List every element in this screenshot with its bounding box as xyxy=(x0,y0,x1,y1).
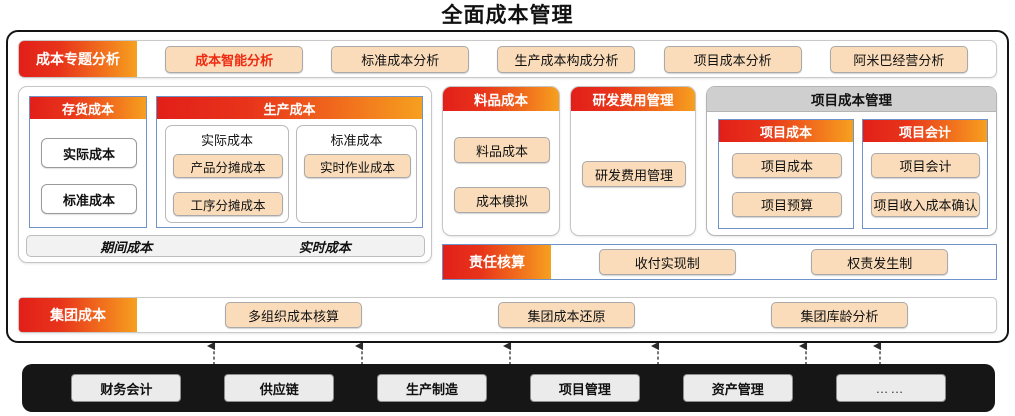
footer-item-manufacturing[interactable]: 生产制造 xyxy=(377,374,488,402)
rnd-expense-header: 研发费用管理 xyxy=(571,87,695,111)
production-group-standard: 标准成本 实时作业成本 xyxy=(296,125,417,223)
rnd-expense-card: 研发费用管理 研发费用管理 xyxy=(570,86,696,236)
group-cost-row: 集团成本 多组织成本核算 集团成本还原 集团库龄分析 xyxy=(18,297,997,333)
footer-module-bar: 财务会计 供应链 生产制造 项目管理 资产管理 …… xyxy=(22,364,995,412)
production-group-actual-caption: 实际成本 xyxy=(200,133,253,148)
rnd-item-expense-management[interactable]: 研发费用管理 xyxy=(582,161,686,187)
footer-item-more[interactable]: …… xyxy=(835,374,946,402)
middle-band: 存货成本 实际成本 标准成本 生产成本 实际成本 产品分摊成本 工序分摊成本 标… xyxy=(18,86,997,280)
group-cost-label: 集团成本 xyxy=(19,298,137,332)
production-item-realtime-activity-cost[interactable]: 实时作业成本 xyxy=(304,154,411,178)
caption-realtime-cost: 实时成本 xyxy=(298,239,351,255)
production-item-process-allocated-cost[interactable]: 工序分摊成本 xyxy=(173,192,283,216)
topic-item-standard-cost-analysis[interactable]: 标准成本分析 xyxy=(331,45,470,73)
topic-analysis-label: 成本专题分析 xyxy=(19,41,137,77)
project-cost-box: 项目成本 项目成本 项目预算 xyxy=(718,119,854,229)
topic-item-amoeba-operation-analysis[interactable]: 阿米巴经营分析 xyxy=(829,45,968,73)
group-cost-item-multi-org-accounting[interactable]: 多组织成本核算 xyxy=(225,302,362,328)
material-cost-header: 料品成本 xyxy=(443,87,559,111)
project-cost-header: 项目成本 xyxy=(719,120,853,142)
topic-item-cost-intelligent-analysis[interactable]: 成本智能分析 xyxy=(165,45,304,73)
production-cost-box: 生产成本 实际成本 产品分摊成本 工序分摊成本 标准成本 实时作业成本 xyxy=(156,96,423,228)
responsibility-accounting-label: 责任核算 xyxy=(443,245,551,279)
project-item-project-accounting[interactable]: 项目会计 xyxy=(871,153,980,178)
material-item-material-cost[interactable]: 料品成本 xyxy=(454,137,550,163)
inventory-item-actual-cost[interactable]: 实际成本 xyxy=(41,138,137,168)
main-panel: 成本专题分析 成本智能分析 标准成本分析 生产成本构成分析 项目成本分析 阿米巴… xyxy=(6,30,1009,343)
production-group-standard-caption: 标准成本 xyxy=(330,133,383,148)
project-item-project-budget[interactable]: 项目预算 xyxy=(732,192,842,217)
inventory-cost-header: 存货成本 xyxy=(30,97,146,119)
group-cost-item-cost-restoration[interactable]: 集团成本还原 xyxy=(498,302,635,328)
responsibility-item-accrual-basis[interactable]: 权责发生制 xyxy=(811,249,949,275)
inventory-item-standard-cost[interactable]: 标准成本 xyxy=(41,184,137,214)
topic-analysis-items: 成本智能分析 标准成本分析 生产成本构成分析 项目成本分析 阿米巴经营分析 xyxy=(137,41,996,77)
topic-item-production-cost-composition-analysis[interactable]: 生产成本构成分析 xyxy=(497,45,636,73)
page-title: 全面成本管理 xyxy=(441,4,574,27)
topic-item-project-cost-analysis[interactable]: 项目成本分析 xyxy=(663,45,802,73)
footer-item-supply-chain[interactable]: 供应链 xyxy=(224,374,335,402)
project-item-project-cost[interactable]: 项目成本 xyxy=(732,153,842,178)
responsibility-accounting-items: 收付实现制 权责发生制 xyxy=(551,245,996,279)
project-accounting-header: 项目会计 xyxy=(863,120,987,142)
inventory-production-group: 存货成本 实际成本 标准成本 生产成本 实际成本 产品分摊成本 工序分摊成本 标… xyxy=(18,86,432,263)
project-accounting-box: 项目会计 项目会计 项目收入成本确认 xyxy=(862,119,988,229)
topic-analysis-row: 成本专题分析 成本智能分析 标准成本分析 生产成本构成分析 项目成本分析 阿米巴… xyxy=(18,40,997,78)
footer-item-project-management[interactable]: 项目管理 xyxy=(529,374,640,402)
group-cost-items: 多组织成本核算 集团成本还原 集团库龄分析 xyxy=(137,298,996,332)
footer-item-financial-accounting[interactable]: 财务会计 xyxy=(71,374,182,402)
production-group-actual: 实际成本 产品分摊成本 工序分摊成本 xyxy=(165,125,289,223)
production-cost-header: 生产成本 xyxy=(157,97,422,119)
material-cost-card: 料品成本 料品成本 成本模拟 xyxy=(442,86,560,236)
project-cost-management-header: 项目成本管理 xyxy=(707,87,996,112)
project-cost-management-group: 项目成本管理 项目成本 项目成本 项目预算 项目会计 项目会计 项目收入成本确认 xyxy=(706,86,997,236)
responsibility-accounting-row: 责任核算 收付实现制 权责发生制 xyxy=(442,244,997,280)
inventory-cost-box: 存货成本 实际成本 标准成本 xyxy=(29,96,147,228)
project-item-revenue-cost-recognition[interactable]: 项目收入成本确认 xyxy=(871,192,980,217)
material-item-cost-simulation[interactable]: 成本模拟 xyxy=(454,187,550,213)
caption-period-cost: 期间成本 xyxy=(100,239,153,255)
production-footer-captions: 期间成本 实时成本 xyxy=(26,235,425,257)
group-cost-item-inventory-aging-analysis[interactable]: 集团库龄分析 xyxy=(771,302,908,328)
responsibility-item-cash-basis[interactable]: 收付实现制 xyxy=(598,249,736,275)
footer-item-asset-management[interactable]: 资产管理 xyxy=(682,374,793,402)
production-item-product-allocated-cost[interactable]: 产品分摊成本 xyxy=(173,154,283,178)
